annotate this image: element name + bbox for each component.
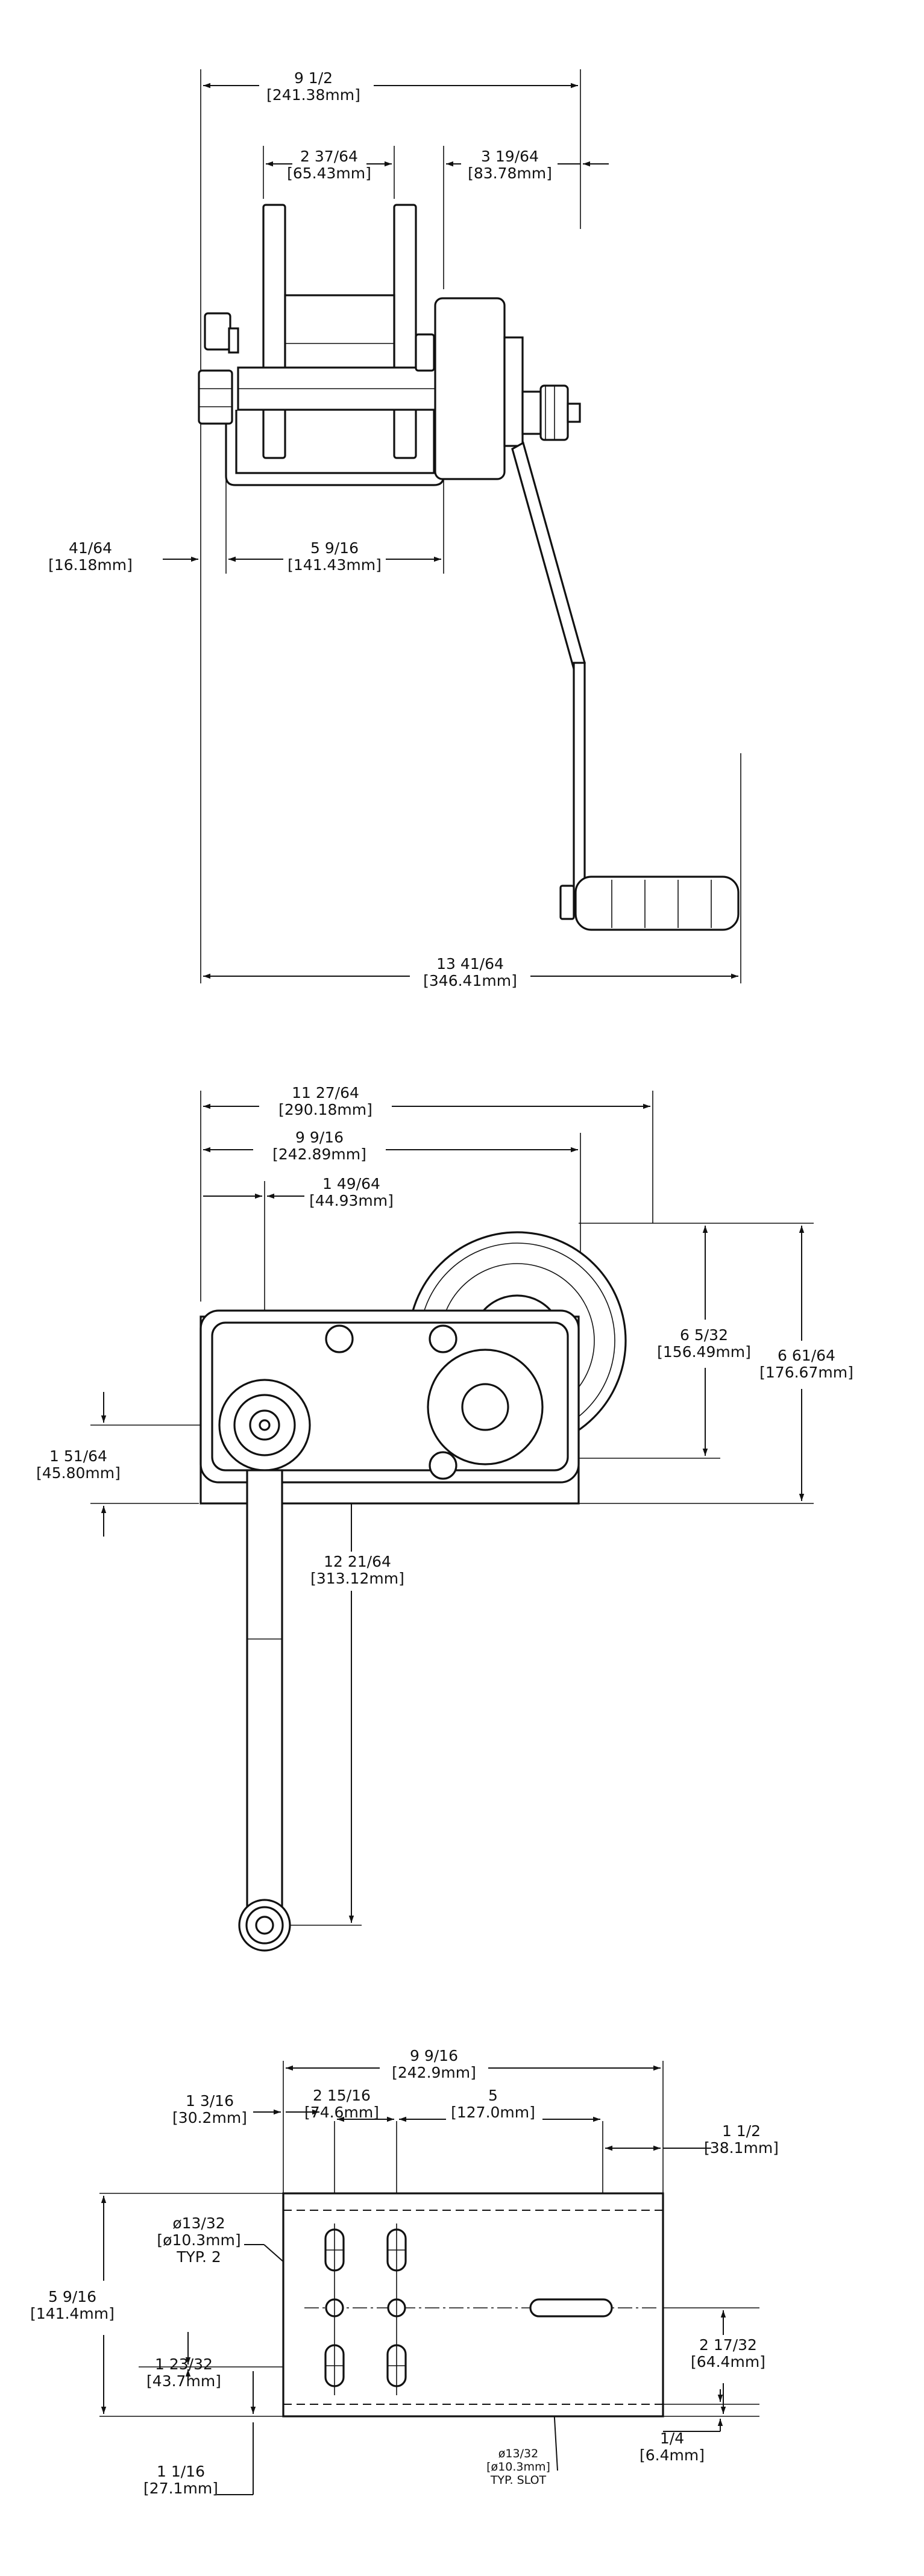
dim-left-offset-frac: 41/64 bbox=[69, 539, 112, 557]
dim-gearbox-width-frac: 3 19/64 bbox=[481, 148, 539, 165]
dim-bottom-offset-mm: [27.1mm] bbox=[143, 2480, 218, 2497]
dim-edge-margin-mm: [6.4mm] bbox=[640, 2446, 705, 2464]
dim-left-edge-offset-frac: 1 3/16 bbox=[186, 2092, 234, 2110]
dim-drum-width-mm: [65.43mm] bbox=[287, 165, 371, 182]
dim-center-height-mm: [64.4mm] bbox=[691, 2353, 765, 2371]
dim-crank-length-mm: [313.12mm] bbox=[310, 1570, 404, 1587]
dim-hole-spacing-mm: [74.6mm] bbox=[304, 2104, 379, 2121]
dim-overall-height-frac: 6 61/64 bbox=[778, 1347, 835, 1364]
dim-overall-width-mm: [241.38mm] bbox=[266, 86, 360, 104]
dim-edge-margin-frac: 1/4 bbox=[660, 2430, 684, 2447]
dim-plate-width-mm: [141.4mm] bbox=[30, 2305, 115, 2322]
dim-gear-height-mm: [156.49mm] bbox=[657, 1343, 751, 1361]
dim-lower-hole-mm: [43.7mm] bbox=[146, 2372, 221, 2390]
dim-crank-offset-mm: [44.93mm] bbox=[309, 1192, 394, 1209]
hole-callout-note: TYP. 2 bbox=[176, 2248, 221, 2266]
hole-callout-frac: ø13/32 bbox=[172, 2214, 225, 2232]
hole-callout-mm: [ø10.3mm] bbox=[157, 2231, 240, 2249]
dim-drum-width-frac: 2 37/64 bbox=[300, 148, 358, 165]
dim-base-width-frac: 5 9/16 bbox=[310, 539, 359, 557]
dim-slot-spacing-frac: 5 bbox=[488, 2087, 498, 2104]
slot-callout-note: TYP. SLOT bbox=[490, 2474, 547, 2487]
winch-top-drawing bbox=[198, 204, 740, 931]
dim-right-slot-offset-mm: [38.1mm] bbox=[704, 2139, 779, 2157]
dim-housing-length-mm: [242.89mm] bbox=[272, 1145, 366, 1163]
dim-plate-width-frac: 5 9/16 bbox=[48, 2288, 96, 2305]
dim-axis-height-mm: [45.80mm] bbox=[36, 1464, 121, 1482]
dim-hole-spacing-frac: 2 15/16 bbox=[313, 2087, 371, 2104]
dim-right-slot-offset-frac: 1 1/2 bbox=[722, 2122, 761, 2140]
dim-axis-height-frac: 1 51/64 bbox=[49, 1447, 107, 1465]
dim-left-offset-mm: [16.18mm] bbox=[48, 556, 133, 574]
slot-callout-frac: ø13/32 bbox=[498, 2447, 538, 2460]
dim-housing-length-frac: 9 9/16 bbox=[295, 1129, 344, 1146]
slot-callout-mm: [ø10.3mm] bbox=[486, 2460, 550, 2474]
dim-lower-hole-frac: 1 23/32 bbox=[155, 2355, 213, 2373]
dim-overall-width-frac: 9 1/2 bbox=[294, 69, 333, 87]
dim-overall-length-mm: [290.18mm] bbox=[278, 1101, 372, 1118]
dim-center-height-frac: 2 17/32 bbox=[699, 2336, 757, 2354]
dim-crank-length-frac: 12 21/64 bbox=[324, 1553, 391, 1570]
top-view: 9 1/2 [241.38mm] 2 37/64 [65.43mm] 3 19/… bbox=[48, 69, 741, 989]
dim-plate-length-mm: [242.9mm] bbox=[392, 2064, 476, 2081]
dim-gear-height-frac: 6 5/32 bbox=[680, 1326, 728, 1344]
dim-base-width-mm: [141.43mm] bbox=[288, 556, 382, 574]
base-view: 9 9/16 [242.9mm] 1 3/16 [30.2mm] 2 15/16… bbox=[30, 2047, 779, 2497]
dim-overall-length-frac: 11 27/64 bbox=[292, 1084, 359, 1102]
dim-plate-length-frac: 9 9/16 bbox=[410, 2047, 458, 2064]
dim-overall-height-mm: [176.67mm] bbox=[759, 1364, 853, 1381]
dim-bottom-offset-frac: 1 1/16 bbox=[157, 2463, 205, 2480]
dim-crank-offset-frac: 1 49/64 bbox=[322, 1175, 380, 1192]
base-plate-drawing bbox=[282, 2192, 664, 2418]
dim-total-width-mm: [346.41mm] bbox=[423, 972, 517, 989]
winch-side-drawing bbox=[200, 1231, 627, 1952]
dim-total-width-frac: 13 41/64 bbox=[436, 955, 504, 973]
side-view: 11 27/64 [290.18mm] 9 9/16 [242.89mm] 1 … bbox=[36, 1084, 853, 1952]
dim-gearbox-width-mm: [83.78mm] bbox=[468, 165, 552, 182]
dim-left-edge-offset-mm: [30.2mm] bbox=[172, 2109, 247, 2126]
dim-slot-spacing-mm: [127.0mm] bbox=[451, 2104, 535, 2121]
